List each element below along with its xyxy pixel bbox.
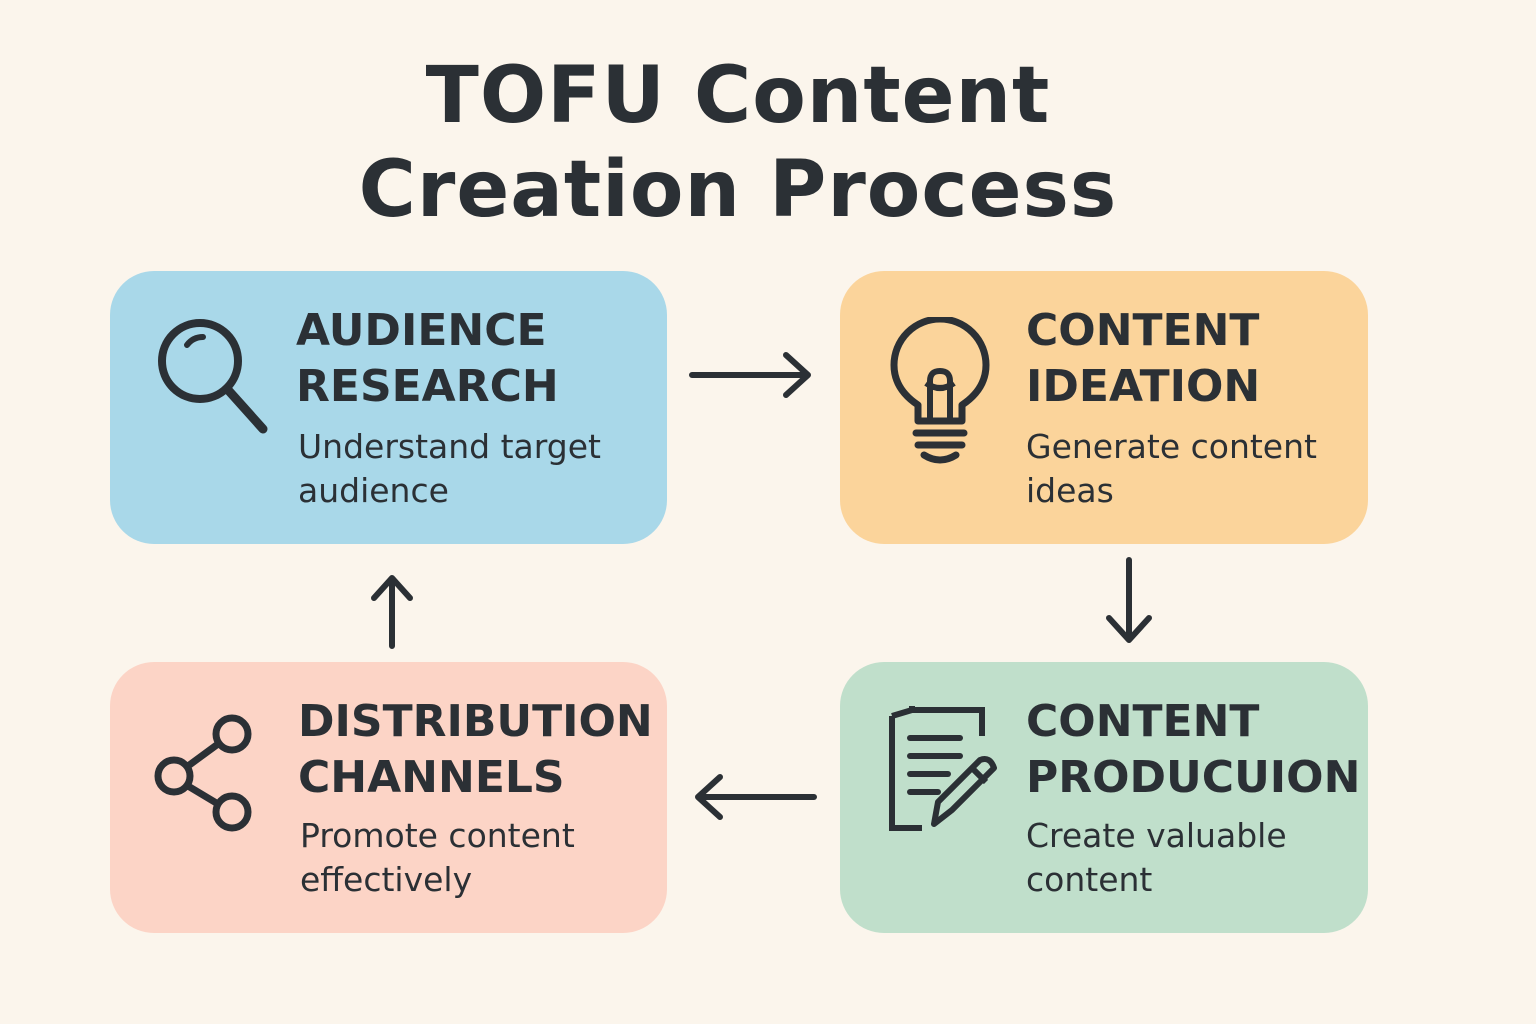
arrow-up-icon bbox=[371, 575, 413, 649]
arrow-down-icon bbox=[1106, 557, 1152, 643]
document-pen-icon bbox=[889, 706, 997, 831]
arrow-left-icon bbox=[695, 774, 817, 820]
title-line-2: Creation Process bbox=[358, 145, 1118, 235]
title-line-1: TOFU Content bbox=[425, 51, 1051, 141]
lightbulb-icon bbox=[890, 317, 990, 464]
magnifier-icon bbox=[158, 319, 268, 434]
share-icon bbox=[154, 714, 252, 832]
arrow-right-icon bbox=[689, 352, 811, 398]
